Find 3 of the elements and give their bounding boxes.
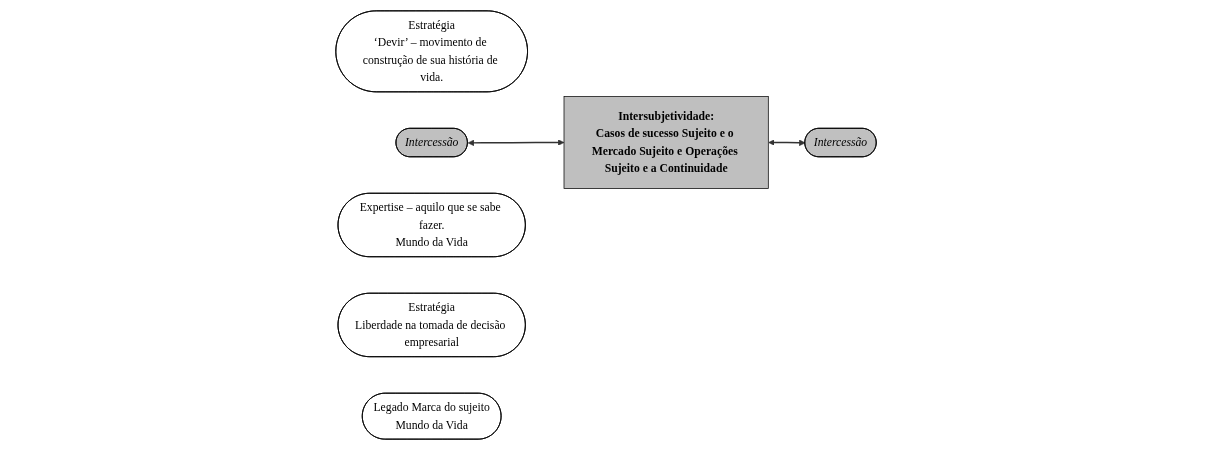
node-box: Intersubjetividade: Casos de sucesso Sujeito e o Mercado Sujeito e Operações Sujeito e a Continuidade (564, 96, 770, 189)
arrow (468, 139, 565, 147)
arrow (768, 139, 806, 146)
